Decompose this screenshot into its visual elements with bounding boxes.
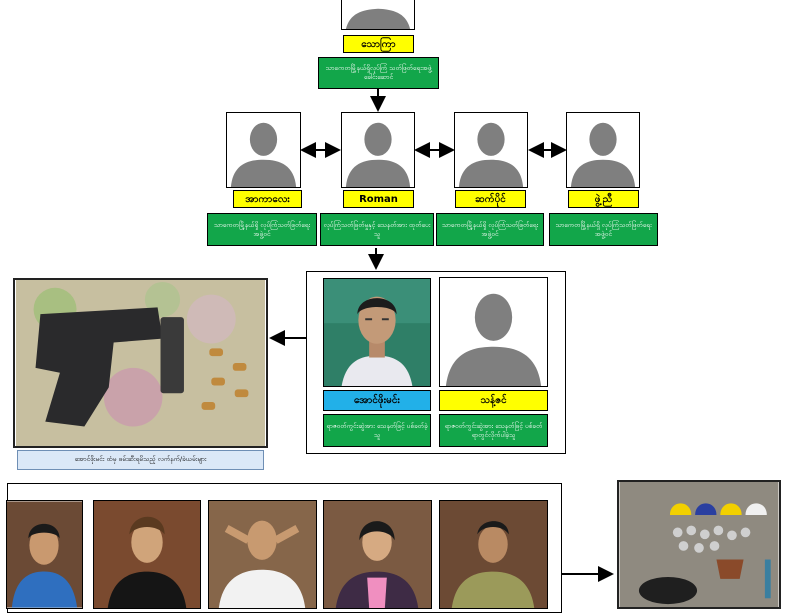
suspect-photo-3 — [208, 500, 317, 609]
top-person-desc: သာကေတမြို့နယ်ရှိလုပ်ကြံ သတ်ဖြတ်ရေးအဖွဲ့ခ… — [318, 57, 439, 89]
person-desc-roman: လုပ်ကြံသတ်ဖြတ်မှုနှင့် သေနတ်အား ထုတ်ပေးသ… — [320, 213, 434, 246]
arrested-photo-thantzin — [439, 277, 548, 387]
person-silhouette-icon — [570, 122, 636, 187]
person-photo-icon — [94, 501, 200, 608]
pistol-ammunition-icon — [16, 280, 265, 446]
person-silhouette-icon — [230, 122, 297, 187]
person-silhouette-icon — [342, 0, 414, 29]
person-desc-akalay: သာကေတမြို့နယ်ရှိ လုပ်ကြံသတ်ဖြတ်ရေးအဖွဲ့ဝ… — [207, 213, 317, 246]
person-silhouette-icon — [445, 293, 542, 386]
person-desc-phwenyi: သာကေတမြို့နယ်ရှိ လုပ်ကြံသတ်ဖြတ်ရေးအဖွဲ့ဝ… — [549, 213, 658, 246]
seized-weapons-photo — [13, 278, 268, 448]
suspect-photo-5 — [439, 500, 548, 609]
person-name-saetpaing: ဆက်ပိုင် — [455, 190, 526, 208]
person-photo-roman — [341, 112, 415, 188]
person-name-roman: Roman — [343, 190, 414, 208]
person-photo-icon — [324, 279, 430, 386]
person-silhouette-icon — [345, 122, 411, 187]
arrested-desc-aungphoemin: ရာဇဝတ်ကွင်းဆွဲအား သေနတ်ဖြင့် ပစ်ခတ်ခဲ့သူ — [323, 414, 431, 447]
person-photo-icon — [324, 501, 431, 608]
suspect-photo-2 — [93, 500, 201, 609]
person-photo-saetpaing — [454, 112, 528, 188]
arrested-name-thantzin: သန့်ဇင် — [439, 390, 548, 411]
suspect-photo-4 — [323, 500, 432, 609]
top-person-name: သောကြာ — [343, 35, 414, 53]
person-name-phwenyi: ဖွဲ့ညီ — [568, 190, 639, 208]
person-photo-icon — [209, 501, 316, 608]
arrested-name-aungphoemin: အောင်ဖိုးမင်း — [323, 390, 431, 411]
arrested-desc-thantzin: ရာဇဝတ်ကွင်းဆွဲအား သေနတ်ဖြင့် ပစ်ခတ်ရာတွင… — [439, 414, 548, 447]
suspect-photo-1 — [6, 500, 83, 609]
top-person-photo — [341, 0, 415, 30]
person-desc-saetpaing: သာကေတမြို့နယ်ရှိ လုပ်ကြံသတ်ဖြတ်ရေးအဖွဲ့ဝ… — [436, 213, 544, 246]
seized-weapons-caption: အောင်ဖိုးမင်း ထံမှ ဖမ်းဆီးရမိသည့် လက်နက်… — [17, 450, 264, 470]
person-photo-icon — [440, 501, 547, 608]
arrested-photo-aungphoemin — [323, 278, 431, 387]
seized-items-photo — [617, 480, 781, 609]
seized-items-icon — [619, 482, 779, 607]
person-silhouette-icon — [458, 122, 524, 187]
person-photo-phwenyi — [566, 112, 640, 188]
person-name-akalay: အာကာလေး — [233, 190, 302, 208]
person-photo-icon — [7, 501, 82, 608]
person-photo-akalay — [226, 112, 301, 188]
